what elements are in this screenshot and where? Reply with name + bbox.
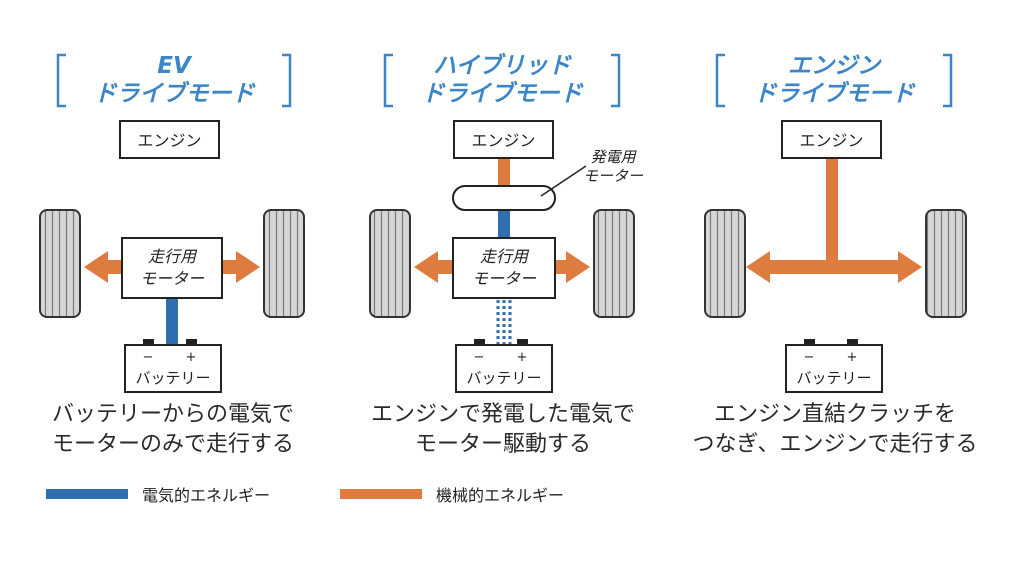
generator-label-line1: 発電用 [590,148,637,166]
panel-title-line1: EV [157,53,193,79]
description-line1: エンジン直結クラッチを [713,402,956,427]
description-line2: モーターのみで走行する [51,432,294,457]
panel-hybrid: ハイブリッド ドライブモード エンジン 発電用 モーター 走行用 モーター − … [369,52,644,393]
generator-leader-line [540,165,587,197]
legend-mechanical-swatch [340,489,422,499]
tire-right [263,209,305,318]
panel-title-line2: ドライブモード [754,80,917,107]
legend-mechanical: 機械的エネルギー [340,482,564,506]
engine-box [453,120,554,159]
mechanical-flow-engine-to-generator [498,158,510,186]
title-bracket-left [715,53,725,108]
title-bracket-left [56,53,66,108]
drive-motor-box [121,237,223,299]
description-line2: つなぎ、エンジンで走行する [692,432,978,457]
tire-left [39,209,81,318]
generator-motor-capsule [452,185,556,211]
battery-minus-sign: − [804,350,815,365]
battery-terminal-plus [186,339,197,345]
mechanical-arrow-left [414,251,454,283]
title-bracket-right [943,53,953,108]
panel-title-line2: ドライブモード [94,80,257,107]
legend-electric-label: 電気的エネルギー [142,486,271,505]
engine-box [119,120,220,159]
title-bracket-right [611,53,621,108]
panel-ev-description: バッテリーからの電気で モーターのみで走行する [8,400,338,460]
drive-motor-label-line1: 走行用 [480,247,530,266]
battery-plus-sign: + [517,350,528,365]
drive-motor-label-line1: 走行用 [148,247,198,266]
engine-label: エンジン [137,131,201,150]
mechanical-flow-engine-to-axle [826,156,838,264]
battery-label: バッテリー [796,369,871,387]
engine-box [781,120,882,159]
panel-engine-description: エンジン直結クラッチを つなぎ、エンジンで走行する [670,400,1000,460]
battery-label: バッテリー [135,369,210,387]
generator-label-line2: モーター [583,167,644,185]
drive-motor-box [452,237,556,299]
panel-title-line1: ハイブリッド [433,52,573,79]
battery-minus-sign: − [143,350,154,365]
battery-plus-sign: + [186,350,197,365]
title-bracket-left [383,53,393,108]
legend-electric-swatch [46,489,128,499]
legend-mechanical-label: 機械的エネルギー [436,486,565,505]
mechanical-arrow-axle [746,251,922,283]
battery-plus-sign: + [847,350,858,365]
description-line1: エンジンで発電した電気で [370,402,635,427]
legend-electric: 電気的エネルギー [46,482,270,506]
battery-terminal-minus [143,339,154,345]
battery-terminal-minus [474,339,485,345]
panel-title-line2: ドライブモード [422,80,585,107]
battery-box [785,344,883,393]
drive-motor-label-line2: モーター [472,269,537,288]
battery-terminal-plus [847,339,858,345]
panel-hybrid-description: エンジンで発電した電気で モーター駆動する [338,400,668,460]
tire-left [704,209,746,318]
engine-label: エンジン [799,131,863,150]
panel-title-line1: エンジン [788,53,882,79]
title-bracket-right [282,53,292,108]
mechanical-arrow-right [552,251,590,283]
battery-box [455,344,553,393]
description-line1: バッテリーからの電気で [51,402,294,427]
tire-right [925,209,967,318]
electric-flow-line [166,297,178,345]
drive-motor-label-line2: モーター [140,269,205,288]
electric-flow-generator-to-motor [498,210,510,240]
mechanical-arrow-left [84,251,122,283]
tire-left [369,209,411,318]
battery-minus-sign: − [474,350,485,365]
battery-label: バッテリー [466,369,541,387]
engine-label: エンジン [471,131,535,150]
battery-terminal-minus [804,339,815,345]
panel-engine: エンジン ドライブモード エンジン − + バッテリー [704,53,967,393]
tire-right [593,209,635,318]
battery-terminal-plus [517,339,528,345]
battery-box [124,344,222,393]
description-line2: モーター駆動する [414,432,591,457]
mechanical-arrow-right [222,251,260,283]
panel-ev: EV ドライブモード エンジン 走行用 モーター − + バッテリー [39,53,305,393]
